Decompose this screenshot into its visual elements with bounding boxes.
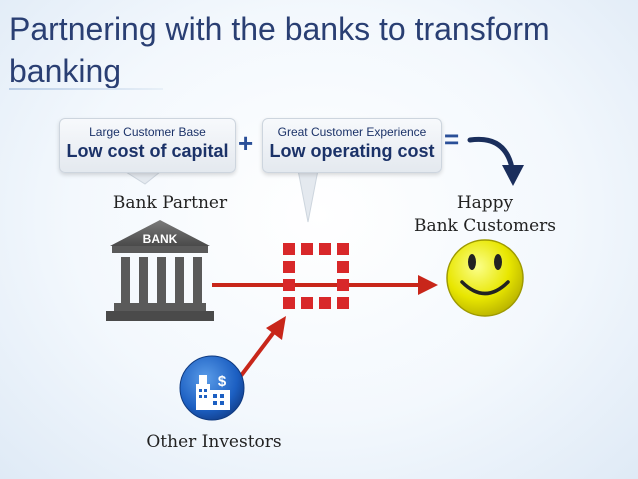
investor-flow-arrowhead	[266, 316, 286, 340]
page-title: Partnering with the banks to transform b…	[9, 11, 550, 89]
bank-sign: BANK	[143, 232, 178, 246]
bubble-right-small-text: Great Customer Experience	[277, 125, 427, 139]
bubble-left-small-text: Large Customer Base	[89, 125, 206, 139]
bubble-low-cost-capital: Large Customer Base Low cost of capital	[59, 118, 236, 173]
plus-operator: +	[238, 128, 254, 158]
other-investors-label: Other Investors	[146, 432, 282, 452]
bubble-left-tail	[124, 171, 162, 185]
bubble-low-operating-cost: Great Customer Experience Low operating …	[262, 118, 442, 173]
bank-partner-label: Bank Partner	[112, 193, 228, 213]
investor-dollar-symbol: $	[218, 373, 227, 390]
bank-customers-label: Bank Customers	[413, 216, 557, 236]
main-flow-arrowhead	[418, 275, 438, 295]
bubble-left-big-text: Low cost of capital	[66, 141, 229, 161]
smiley-icon	[446, 239, 524, 317]
investor-flow-line	[238, 330, 276, 379]
title-underline	[9, 88, 163, 90]
company-grid-logo	[283, 243, 349, 309]
bank-icon	[106, 220, 214, 321]
happy-label: Happy	[456, 193, 514, 213]
curved-arrow	[467, 136, 515, 171]
curved-arrow-head	[502, 165, 524, 186]
equals-operator: =	[444, 124, 460, 154]
investors-icon	[179, 355, 245, 421]
bubble-right-tail	[297, 169, 319, 223]
bubble-right-big-text: Low operating cost	[269, 141, 435, 161]
